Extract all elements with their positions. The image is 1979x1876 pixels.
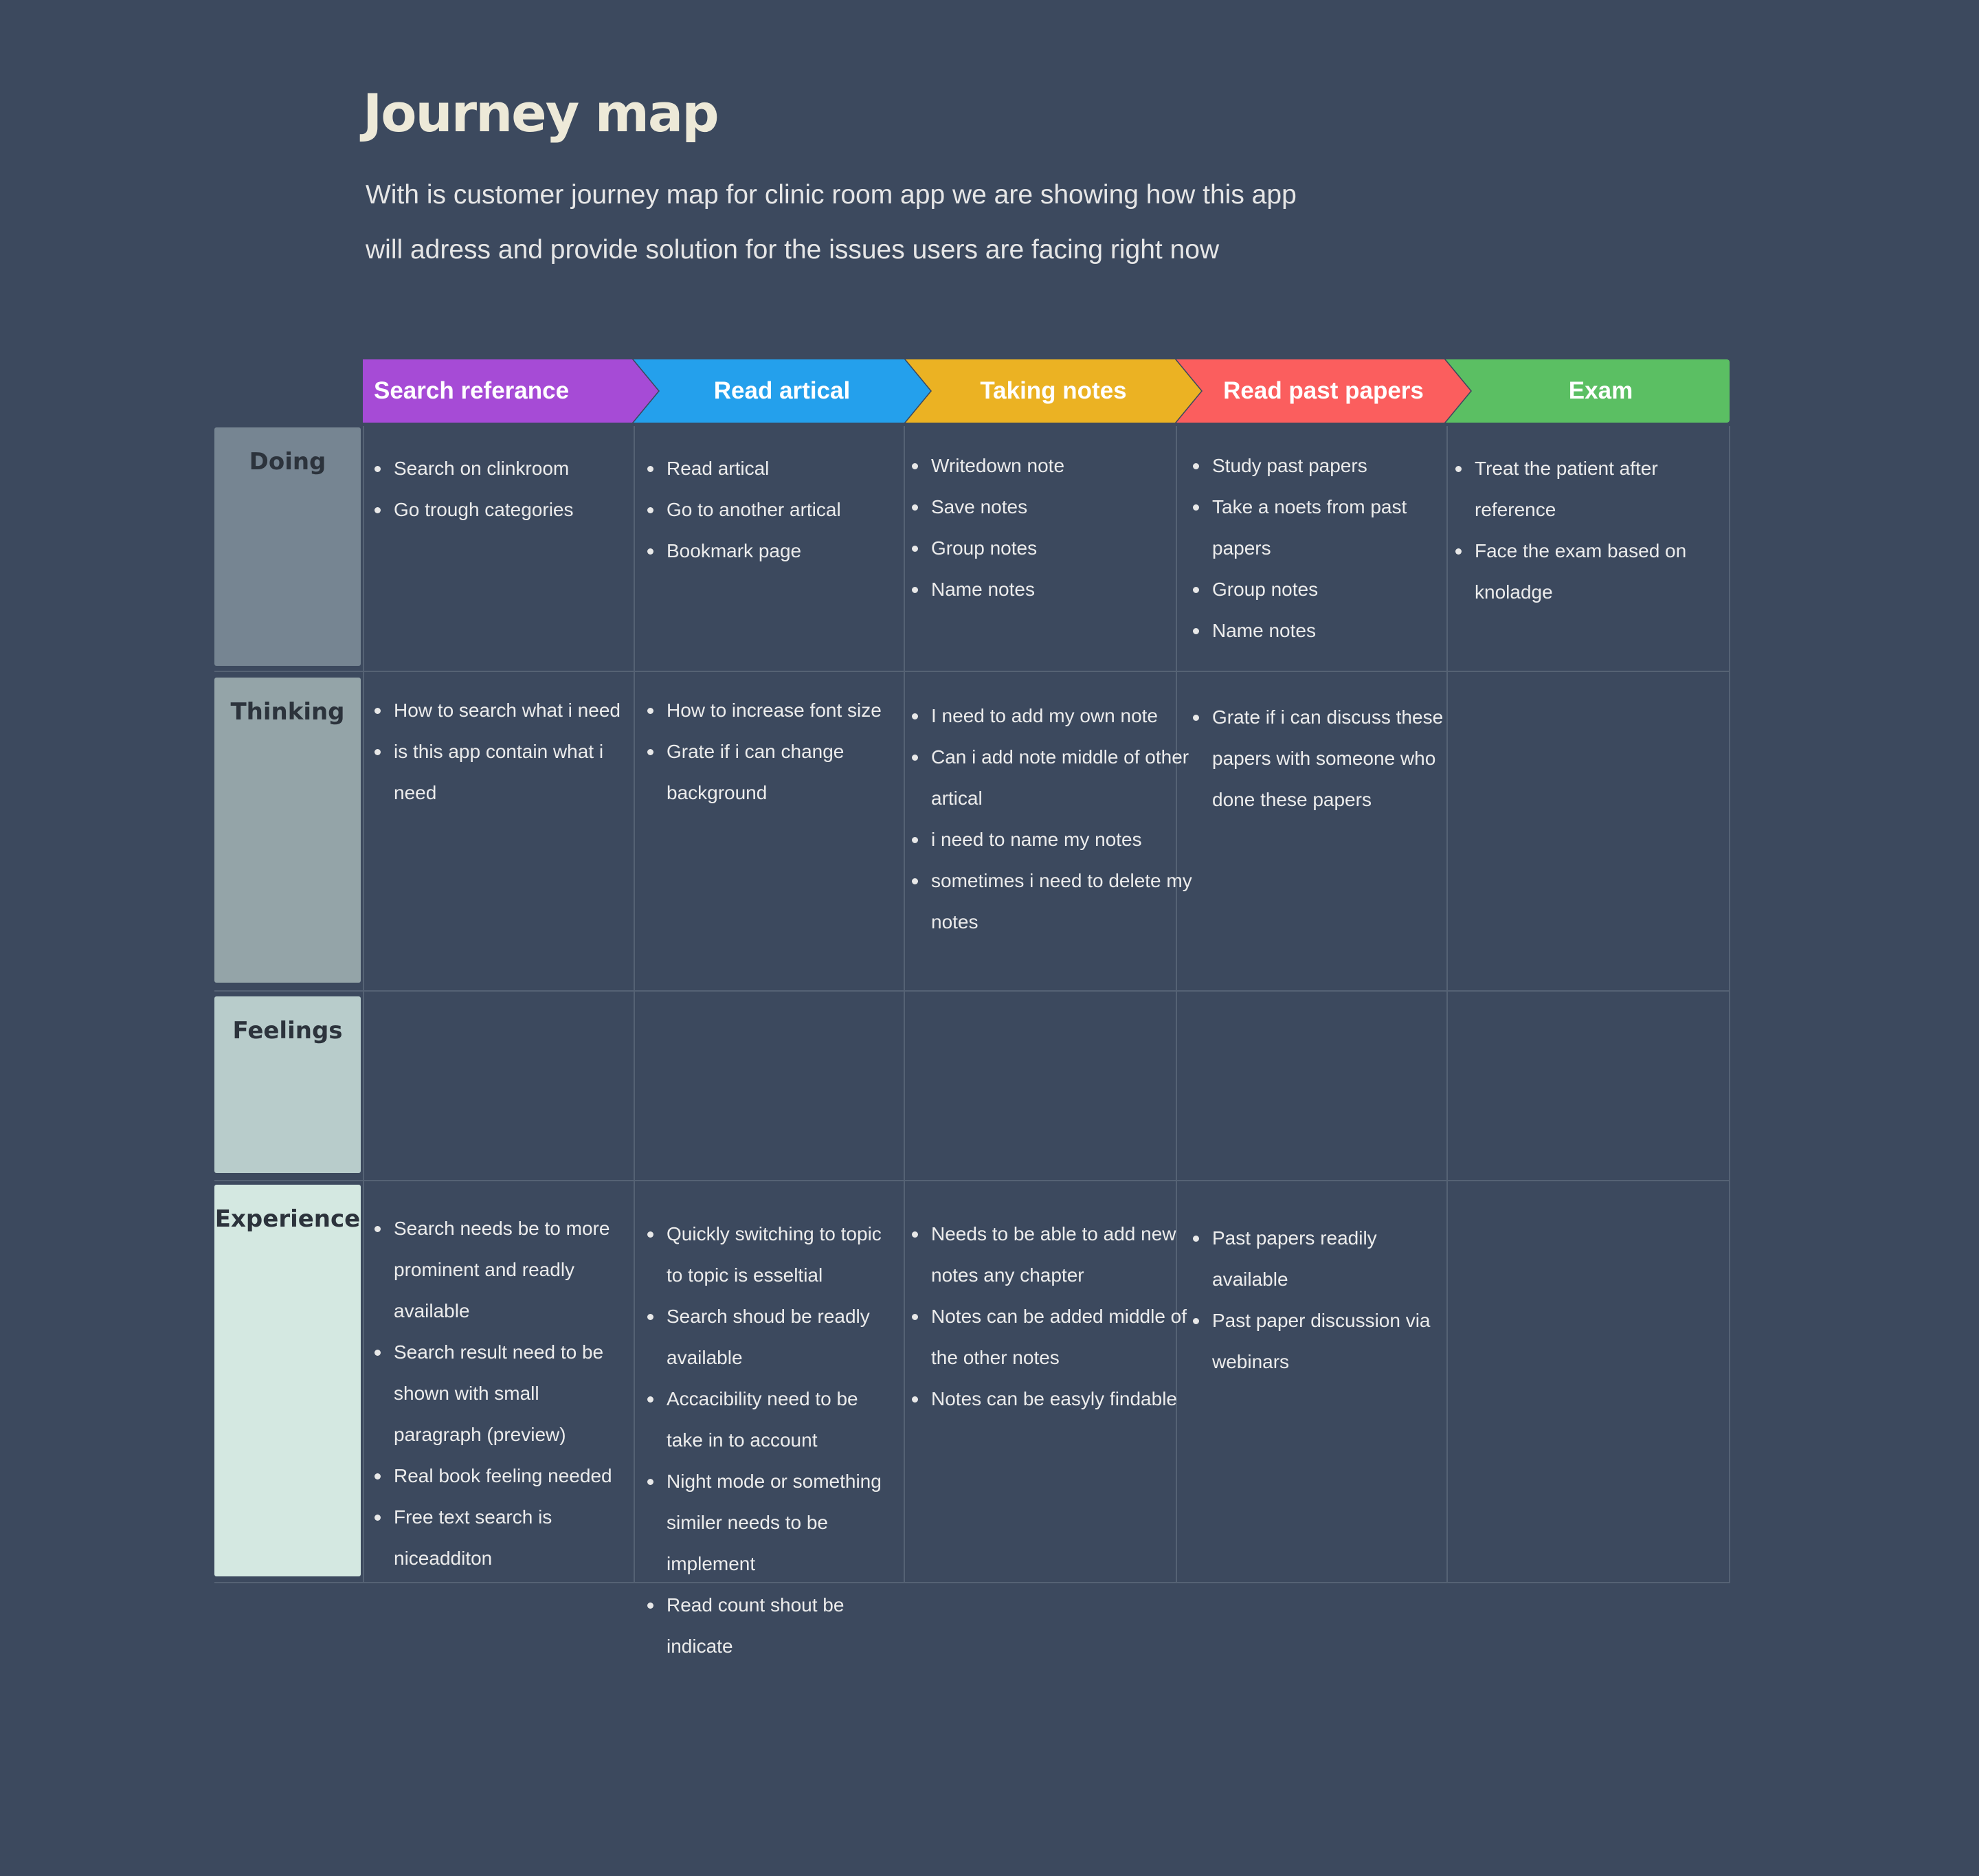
row-label-text: Thinking	[230, 698, 345, 726]
grid-column-divider	[634, 426, 635, 1582]
bullet-list: Grate if i can discuss these papers with…	[1193, 697, 1454, 820]
stage-banner-read-artical: Read artical	[634, 359, 930, 423]
bullet-item: Search needs be to more prominent and re…	[374, 1208, 629, 1332]
bullet-item: Accacibility need to be take in to accou…	[647, 1378, 899, 1461]
stage-label: Exam	[1568, 377, 1633, 404]
grid-column-divider	[1176, 426, 1177, 1582]
bullet-item: Search shoud be readly available	[647, 1296, 899, 1378]
bullet-item: Read count shout be indicate	[647, 1585, 899, 1667]
row-label-doing: Doing	[214, 427, 361, 666]
bullet-item: Grate if i can change background	[647, 731, 899, 814]
row-label-text: Experience	[214, 1205, 361, 1233]
bullet-item: Search on clinkroom	[374, 448, 629, 489]
bullet-list: Needs to be able to add new notes any ch…	[912, 1214, 1192, 1420]
bullet-item: Name notes	[912, 569, 1192, 610]
stage-label: Taking notes	[980, 377, 1127, 404]
grid-column-divider	[1729, 426, 1730, 1582]
bullet-item: Real book feeling needed	[374, 1455, 629, 1497]
grid-column-divider	[904, 426, 905, 1582]
bullet-item: Notes can be easyly findable	[912, 1378, 1192, 1420]
cell-experience-taking-notes: Needs to be able to add new notes any ch…	[912, 1214, 1192, 1420]
page-subtitle-line-2: will adress and provide solution for the…	[366, 235, 1220, 265]
bullet-item: Notes can be added middle of the other n…	[912, 1296, 1192, 1378]
row-label-feelings: Feelings	[214, 996, 361, 1173]
grid-row-divider	[214, 990, 1730, 992]
grid-row-divider	[214, 671, 1730, 672]
bullet-item: I need to add my own note	[912, 695, 1192, 737]
bullet-item: Group notes	[912, 528, 1192, 569]
bullet-item: Study past papers	[1193, 445, 1454, 487]
bullet-item: is this app contain what i need	[374, 731, 629, 814]
bullet-item: Face the exam based on knoladge	[1455, 531, 1717, 613]
grid-column-divider	[1446, 426, 1448, 1582]
bullet-item: Writedown note	[912, 445, 1192, 487]
page-title: Journey map	[363, 82, 719, 144]
bullet-item: Save notes	[912, 487, 1192, 528]
bullet-item: sometimes i need to delete my notes	[912, 860, 1192, 943]
bullet-item: Search result need to be shown with smal…	[374, 1332, 629, 1455]
cell-experience-search-referance: Search needs be to more prominent and re…	[374, 1208, 629, 1579]
page-subtitle-line-1: With is customer journey map for clinic …	[366, 180, 1297, 210]
bullet-item: How to search what i need	[374, 690, 629, 731]
bullet-item: How to increase font size	[647, 690, 899, 731]
row-label-thinking: Thinking	[214, 678, 361, 983]
bullet-item: Past paper discussion via webinars	[1193, 1300, 1454, 1383]
grid-row-divider	[214, 1582, 1730, 1583]
bullet-item: Treat the patient after reference	[1455, 448, 1717, 531]
stage-banner-search-referance: Search referance	[363, 359, 658, 423]
grid-column-divider	[363, 426, 364, 1582]
row-label-experience: Experience	[214, 1185, 361, 1576]
bullet-item: Name notes	[1193, 610, 1454, 651]
row-label-text: Doing	[249, 448, 326, 476]
cell-thinking-read-past-papers: Grate if i can discuss these papers with…	[1193, 697, 1454, 820]
bullet-item: Go trough categories	[374, 489, 629, 531]
row-label-text: Feelings	[232, 1017, 343, 1045]
bullet-item: Bookmark page	[647, 531, 899, 572]
bullet-item: Go to another artical	[647, 489, 899, 531]
bullet-list: Search needs be to more prominent and re…	[374, 1208, 629, 1579]
bullet-item: Past papers readily available	[1193, 1218, 1454, 1300]
bullet-item: Take a noets from past papers	[1193, 487, 1454, 569]
bullet-item: i need to name my notes	[912, 819, 1192, 860]
bullet-item: Free text search is niceadditon	[374, 1497, 629, 1579]
stage-label: Read past papers	[1223, 377, 1424, 404]
bullet-item: Read artical	[647, 448, 899, 489]
stage-label: Read artical	[713, 377, 851, 404]
stage-label: Search referance	[374, 377, 570, 404]
stage-banner-read-past-papers: Read past papers	[1176, 359, 1471, 423]
stage-banner-taking-notes: Taking notes	[906, 359, 1201, 423]
bullet-item: Needs to be able to add new notes any ch…	[912, 1214, 1192, 1296]
cell-experience-read-artical: Quickly switching to topic to topic is e…	[647, 1214, 899, 1667]
bullet-item: Quickly switching to topic to topic is e…	[647, 1214, 899, 1296]
bullet-item: Grate if i can discuss these papers with…	[1193, 697, 1454, 820]
grid-row-divider	[214, 1180, 1730, 1181]
bullet-item: Group notes	[1193, 569, 1454, 610]
stage-banner-exam: Exam	[1446, 359, 1730, 423]
bullet-item: Can i add note middle of other artical	[912, 737, 1192, 819]
bullet-list: Quickly switching to topic to topic is e…	[647, 1214, 899, 1667]
bullet-item: Night mode or something similer needs to…	[647, 1461, 899, 1585]
